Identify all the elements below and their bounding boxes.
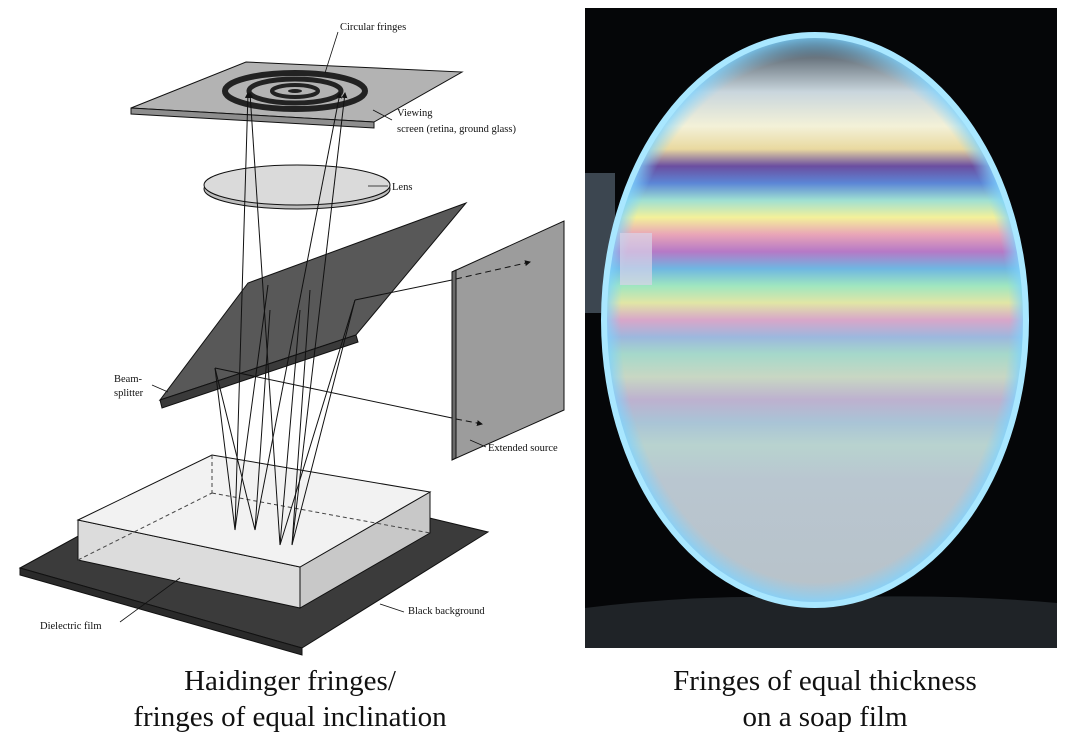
soap-film-glow <box>604 35 1026 605</box>
wire-loop <box>601 32 1029 608</box>
label-lens: Lens <box>392 182 412 193</box>
label-beam-splitter-line1: Beam- <box>114 374 142 385</box>
dielectric-film-slab <box>76 454 432 609</box>
leader-lines <box>119 31 487 623</box>
haidinger-fringes-diagram: Circular fringes Viewing screen (retina,… <box>18 22 565 656</box>
film-reflection-patch <box>620 233 652 285</box>
label-viewing-screen-detail: screen (retina, ground glass) <box>397 124 516 135</box>
light-rays <box>214 92 531 546</box>
beam-splitter <box>158 201 468 409</box>
caption-haidinger-line1: Haidinger fringes/ <box>184 665 396 697</box>
label-viewing-screen: Viewing <box>397 108 433 119</box>
caption-soap-film-line1: Fringes of equal thickness <box>673 665 977 697</box>
circular-fringes <box>222 70 368 112</box>
caption-haidinger: Haidinger fringes/ fringes of equal incl… <box>40 663 540 735</box>
caption-soap-film-line2: on a soap film <box>742 701 908 733</box>
label-beam-splitter-line2: splitter <box>114 388 144 399</box>
lens <box>203 164 391 210</box>
caption-haidinger-line2: fringes of equal inclination <box>133 701 447 733</box>
caption-soap-film: Fringes of equal thickness on a soap fil… <box>590 663 1060 735</box>
soap-film-photo <box>585 8 1057 648</box>
extended-source-panel <box>451 220 565 461</box>
label-extended-source: Extended source <box>488 443 558 454</box>
label-dielectric-film: Dielectric film <box>40 621 102 632</box>
label-circular-fringes: Circular fringes <box>340 22 406 33</box>
photo-stand-base <box>585 596 1057 648</box>
label-black-background: Black background <box>408 606 485 617</box>
